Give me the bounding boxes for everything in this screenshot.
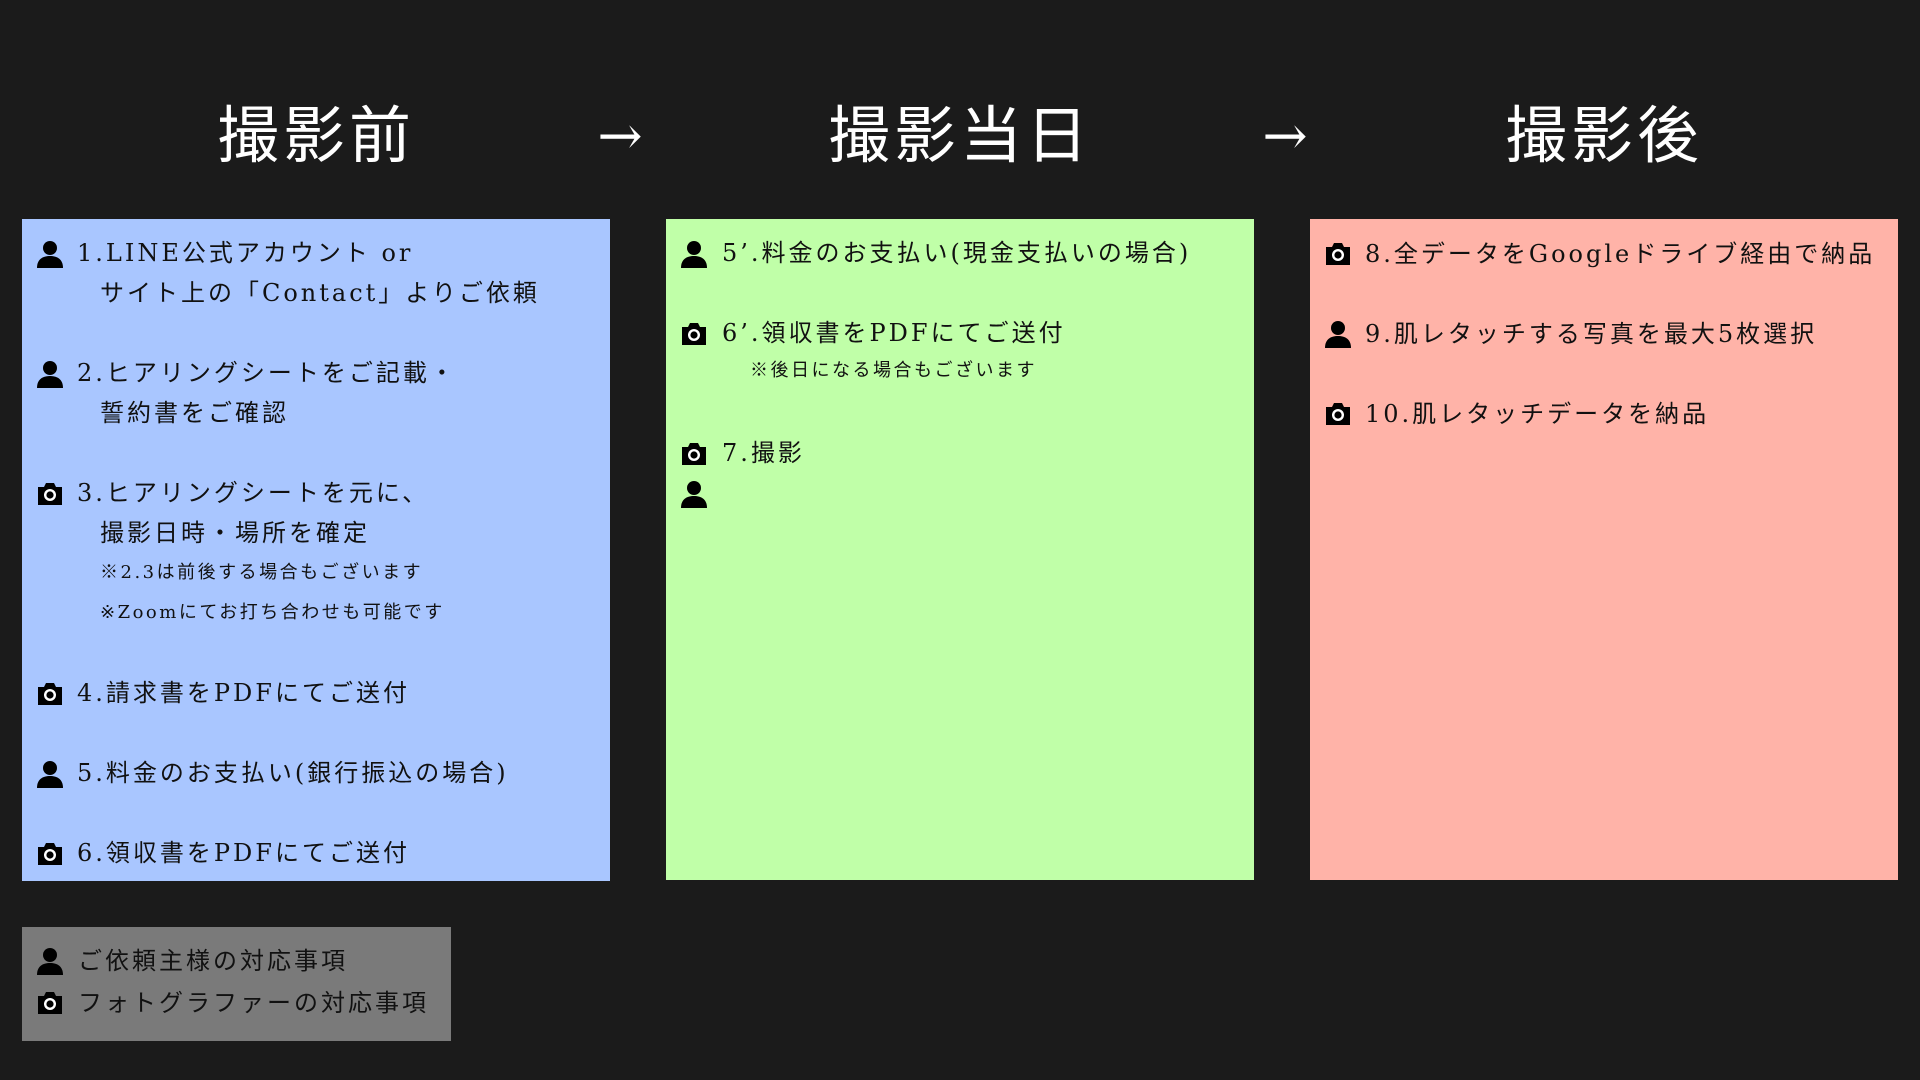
step-text: 7.撮影 bbox=[722, 439, 805, 467]
step-note: ※後日になる場合もございます bbox=[750, 360, 1037, 381]
camera-icon bbox=[679, 319, 709, 349]
panel-before: 1.LINE公式アカウント or サイト上の「Contact」よりご依頼 2.ヒ… bbox=[22, 219, 610, 881]
person-icon bbox=[35, 359, 65, 389]
step-text: 誓約書をご確認 bbox=[100, 399, 289, 427]
heading-before: 撮影前 bbox=[216, 99, 415, 172]
camera-icon bbox=[35, 988, 65, 1018]
person-icon bbox=[679, 239, 709, 269]
step-text: 撮影日時・場所を確定 bbox=[100, 519, 370, 547]
step-text: 8.全データをGoogleドライブ経由で納品 bbox=[1365, 240, 1876, 268]
step-text: 1.LINE公式アカウント or bbox=[77, 239, 414, 267]
legend-client: ご依頼主様の対応事項 bbox=[22, 941, 451, 981]
step-text: 3.ヒアリングシートを元に、 bbox=[77, 479, 430, 507]
person-icon bbox=[35, 946, 65, 976]
step-text: 4.請求書をPDFにてご送付 bbox=[77, 679, 410, 707]
camera-icon bbox=[1323, 399, 1353, 429]
arrow-1: → bbox=[597, 104, 643, 167]
step-text: 2.ヒアリングシートをご記載・ bbox=[77, 359, 457, 387]
camera-icon bbox=[35, 839, 65, 869]
step-text: 5’.料金のお支払い(現金支払いの場合) bbox=[722, 239, 1192, 267]
camera-icon bbox=[679, 439, 709, 469]
arrow-2: → bbox=[1262, 104, 1308, 167]
person-icon bbox=[1323, 319, 1353, 349]
legend-photographer-label: フォトグラファーの対応事項 bbox=[78, 989, 429, 1017]
person-icon bbox=[35, 759, 65, 789]
step-text: 9.肌レタッチする写真を最大5枚選択 bbox=[1365, 320, 1818, 348]
panel-after: 8.全データをGoogleドライブ経由で納品 9.肌レタッチする写真を最大5枚選… bbox=[1310, 219, 1898, 880]
step-note: ※2.3は前後する場合もございます bbox=[100, 562, 424, 583]
legend: ご依頼主様の対応事項 フォトグラファーの対応事項 bbox=[22, 927, 451, 1041]
step-note: ※Zoomにてお打ち合わせも可能です bbox=[100, 602, 445, 623]
heading-day: 撮影当日 bbox=[827, 99, 1092, 172]
camera-icon bbox=[35, 479, 65, 509]
step-text: 5.料金のお支払い(銀行振込の場合) bbox=[77, 759, 509, 787]
panel-day: 5’.料金のお支払い(現金支払いの場合) 6’.領収書をPDFにてご送付 ※後日… bbox=[666, 219, 1254, 880]
legend-client-label: ご依頼主様の対応事項 bbox=[78, 947, 348, 975]
step-text: 10.肌レタッチデータを納品 bbox=[1365, 400, 1710, 428]
person-icon bbox=[679, 479, 709, 509]
heading-after: 撮影後 bbox=[1504, 99, 1703, 172]
legend-photographer: フォトグラファーの対応事項 bbox=[22, 983, 451, 1023]
person-icon bbox=[35, 239, 65, 269]
step-text: 6’.領収書をPDFにてご送付 bbox=[722, 319, 1066, 347]
camera-icon bbox=[35, 679, 65, 709]
camera-icon bbox=[1323, 239, 1353, 269]
step-text: 6.領収書をPDFにてご送付 bbox=[77, 839, 410, 867]
step-text: サイト上の「Contact」よりご依頼 bbox=[100, 279, 540, 307]
